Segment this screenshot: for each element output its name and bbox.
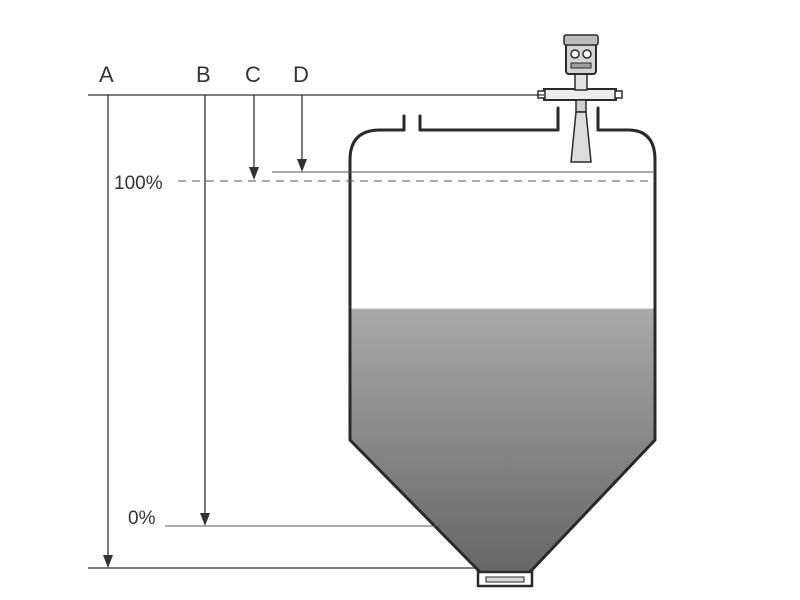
sensor-nozzle <box>556 106 600 132</box>
material-fill <box>350 308 655 572</box>
silo-vessel-outline <box>348 128 657 574</box>
label-c: C <box>245 62 261 87</box>
material-fill-group <box>350 308 655 572</box>
radar-level-transmitter-icon <box>537 34 623 163</box>
label-d: D <box>293 62 309 87</box>
bottom-outlet-flange-icon <box>476 570 534 588</box>
label-level-empty: 0% <box>128 508 156 529</box>
dimension-d-arrow <box>297 159 307 172</box>
dimension-b-arrow <box>200 513 210 526</box>
label-b: B <box>196 62 211 87</box>
open-nozzle-icon <box>402 114 422 132</box>
label-a: A <box>99 62 114 87</box>
dimension-a-arrow <box>103 555 113 568</box>
dimension-c-arrow <box>249 167 259 180</box>
label-level-full: 100% <box>114 173 163 194</box>
